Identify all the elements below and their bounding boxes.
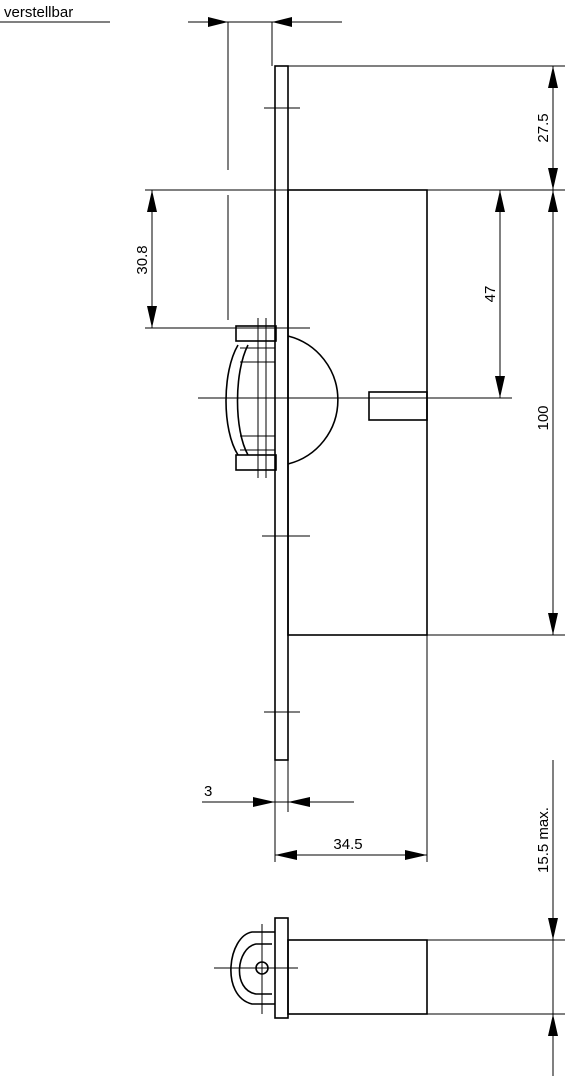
lock-case: [287, 189, 428, 636]
label-3: 3: [204, 783, 212, 800]
label-15-5-max: 15.5 max.: [535, 807, 552, 873]
label-34-5: 34.5: [333, 836, 362, 853]
dimension-47: 47: [482, 190, 505, 398]
bottom-view: [214, 917, 565, 1019]
dimension-34-5: 34.5: [275, 635, 428, 862]
label-30-8: 30.8: [134, 245, 151, 274]
label-100: 100: [535, 405, 552, 430]
hook-bolt: [198, 318, 512, 478]
label-27-5: 27.5: [535, 113, 552, 142]
dimension-3: 3: [202, 760, 354, 862]
label-47: 47: [482, 286, 499, 303]
dimension-30-8: 30.8: [134, 189, 288, 329]
adjustable-dimension: verstellbar: [0, 4, 342, 320]
dimension-27-5: 27.5: [288, 65, 565, 191]
label-adjustable: verstellbar: [4, 4, 73, 21]
faceplate: [262, 65, 310, 761]
dimension-100: 100: [427, 190, 565, 636]
dimension-15-5-max: 15.5 max.: [535, 760, 558, 1076]
